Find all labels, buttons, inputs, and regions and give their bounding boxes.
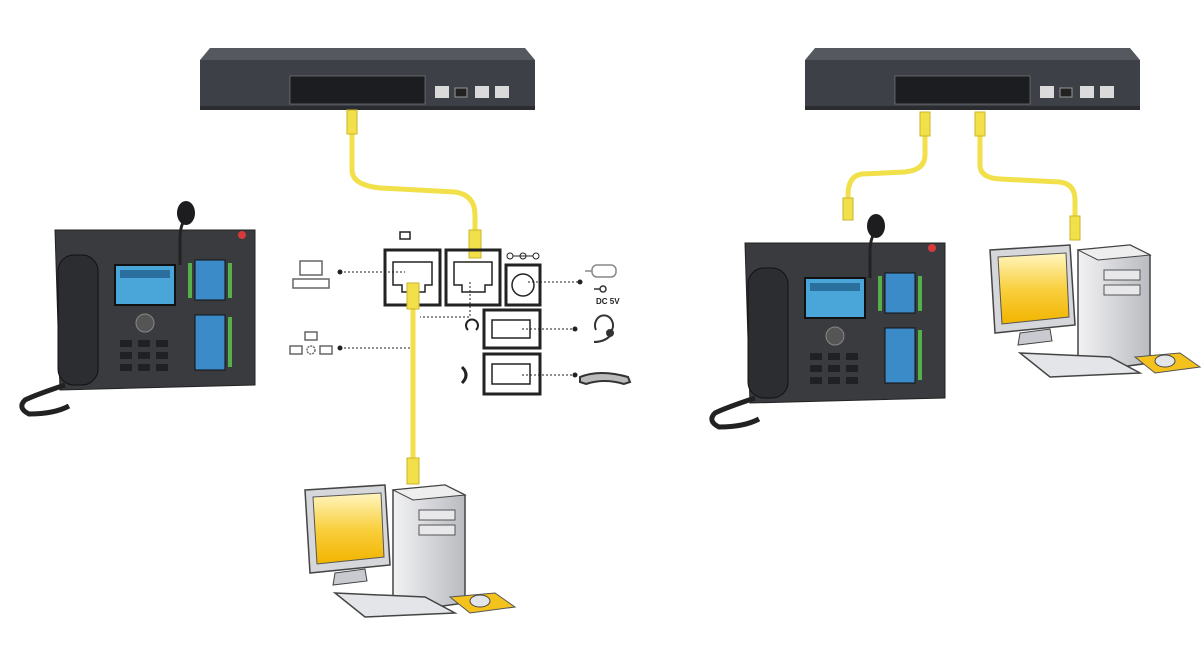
lan-port — [444, 248, 502, 307]
phone-port-diagram — [289, 231, 632, 396]
power-label: DC 5V — [596, 297, 620, 306]
handset-icon — [579, 372, 632, 386]
network-icon — [289, 331, 333, 355]
pc-port-icon — [399, 231, 411, 240]
cable-connector — [842, 197, 854, 221]
computer-right — [989, 244, 1201, 378]
cable-connector — [1069, 215, 1081, 241]
computer-left — [304, 484, 516, 618]
ethernet-cable-switch-to-phone — [349, 110, 478, 258]
ethernet-cable-switch-to-phone — [845, 112, 928, 218]
network-switch-left — [199, 47, 536, 111]
ip-phone-right — [712, 214, 945, 427]
power-port — [504, 263, 542, 307]
cable-connector — [468, 229, 482, 259]
pc-icon — [292, 260, 330, 289]
cable-connector — [406, 457, 420, 485]
headset-icon — [593, 314, 614, 343]
cable-connector — [346, 109, 358, 135]
ip-phone-left — [22, 201, 255, 414]
power-adapter-icon — [585, 264, 617, 293]
network-switch-right — [804, 47, 1141, 111]
headset-symbol-icon — [465, 318, 479, 331]
handset-port — [482, 352, 542, 396]
cable-connector — [919, 111, 931, 137]
cable-connector — [974, 111, 986, 137]
cable-connector — [406, 282, 420, 310]
handset-symbol-icon — [460, 365, 468, 385]
power-symbol-icon — [506, 252, 540, 260]
ethernet-cable-switch-to-pc — [977, 112, 1078, 238]
